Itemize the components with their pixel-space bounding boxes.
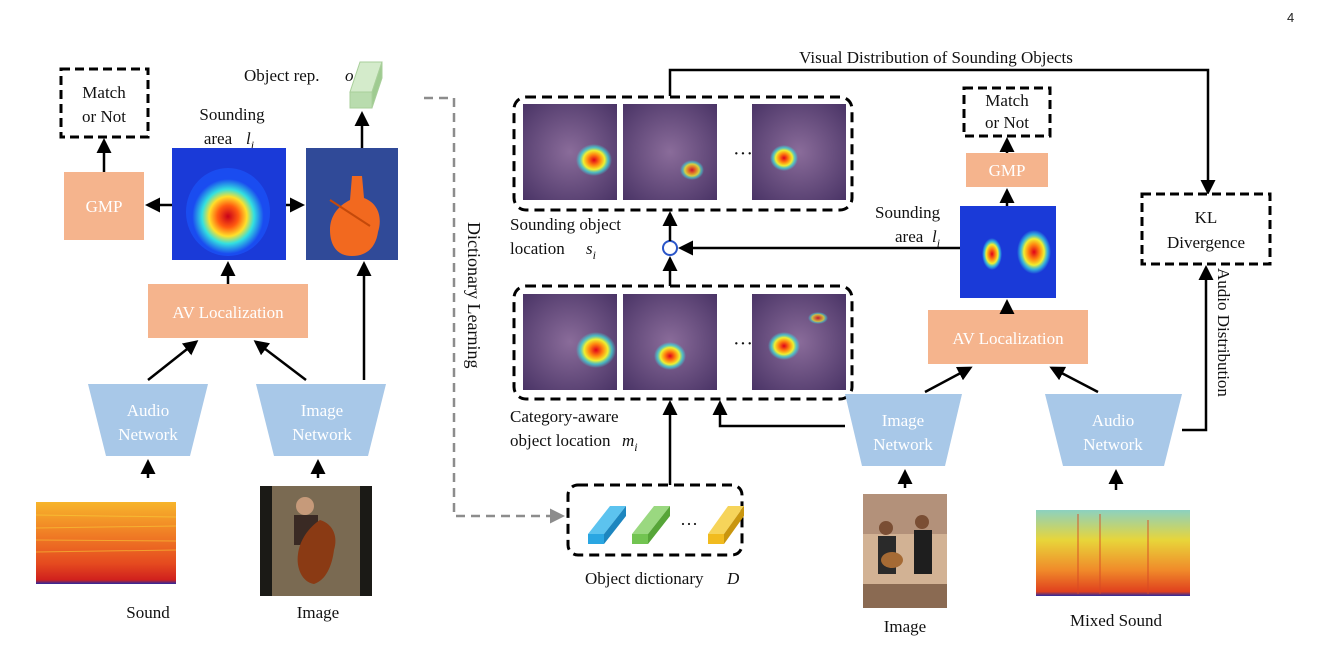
- left-sounding-area-label-1: Sounding: [199, 105, 265, 124]
- arrow-image-to-avloc: [253, 340, 307, 381]
- sounding-object-label-2: location: [510, 239, 565, 258]
- arrow-right-image-to-avloc: [924, 366, 973, 394]
- dictionary-learning-link: Dictionary Learning: [424, 96, 565, 524]
- arrow-audio-to-avloc: [147, 340, 199, 381]
- left-sound-caption: Sound: [126, 603, 170, 622]
- right-gmp-box: [966, 153, 1048, 187]
- right-panel: Visual Distribution of Sounding Objects …: [510, 48, 1272, 636]
- object-rep-label: Object rep.: [244, 66, 320, 85]
- right-match-label-1: Match: [985, 91, 1029, 110]
- left-sounding-area-label-2: area: [204, 129, 233, 148]
- sounding-object-label-1: Sounding object: [510, 215, 621, 234]
- kl-label-2: Divergence: [1167, 233, 1245, 252]
- page-number: 4: [1287, 10, 1294, 25]
- combine-operator: [662, 240, 678, 256]
- category-aware-label-1: Category-aware: [510, 407, 619, 426]
- kl-label-1: KL: [1195, 208, 1218, 227]
- category-frames-ellipsis: ···: [733, 333, 753, 355]
- sounding-frame-2: [623, 104, 717, 200]
- category-frame-3: [752, 294, 846, 390]
- object-rep-vector: [349, 61, 383, 109]
- mixed-sound-caption: Mixed Sound: [1070, 611, 1163, 630]
- left-image-caption: Image: [297, 603, 339, 622]
- left-gmp-label: GMP: [86, 197, 123, 216]
- sounding-frame-1: [523, 104, 617, 200]
- category-frame-2: [623, 294, 717, 390]
- visual-distribution-label: Visual Distribution of Sounding Objects: [799, 48, 1073, 67]
- left-image-network: [256, 384, 386, 456]
- right-audio-network: [1045, 394, 1182, 466]
- right-match-label-2: or Not: [985, 113, 1029, 132]
- left-image-network-label-2: Network: [292, 425, 352, 444]
- kl-divergence-box: [1140, 192, 1272, 266]
- right-input-image: [863, 494, 947, 608]
- arrow-visual-distribution: [668, 68, 1216, 195]
- right-av-localization-box: [928, 310, 1088, 364]
- left-input-image: [260, 486, 372, 596]
- right-match-box: [962, 86, 1052, 138]
- left-sound-spectrogram: [35, 502, 177, 584]
- audio-distribution-label: Audio Distribution: [1214, 268, 1233, 397]
- right-mixed-sound-spectrogram: [1036, 510, 1190, 596]
- left-gmp-box: [64, 172, 144, 240]
- right-heatmap: [960, 206, 1056, 298]
- category-aware-symbol: mi: [622, 431, 638, 454]
- left-audio-network-label-1: Audio: [127, 401, 170, 420]
- dictionary-atom-blue: [588, 506, 626, 544]
- dictionary-atom-green: [632, 506, 670, 544]
- object-dictionary-symbol: D: [726, 569, 740, 588]
- left-image-network-label-1: Image: [301, 401, 343, 420]
- category-frame-1: [523, 294, 617, 390]
- right-image-network-label-1: Image: [882, 411, 924, 430]
- left-masked-object-image: [306, 148, 398, 260]
- right-image-network-label-2: Network: [873, 435, 933, 454]
- right-audio-network-label-2: Network: [1083, 435, 1143, 454]
- right-audio-network-label-1: Audio: [1092, 411, 1135, 430]
- right-image-network: [845, 394, 962, 466]
- left-heatmap: [172, 148, 286, 260]
- sounding-frames-ellipsis: ···: [733, 143, 753, 165]
- right-av-localization-label: AV Localization: [952, 329, 1064, 348]
- right-sounding-area-label-2: area: [895, 227, 924, 246]
- left-audio-network-label-2: Network: [118, 425, 178, 444]
- category-aware-label-2: object location: [510, 431, 611, 450]
- sounding-object-symbol: si: [586, 239, 596, 262]
- dictionary-atom-yellow: [708, 506, 744, 544]
- left-av-localization-label: AV Localization: [172, 303, 284, 322]
- dictionary-ellipsis: ···: [680, 514, 698, 534]
- right-gmp-label: GMP: [989, 161, 1026, 180]
- left-sounding-area-symbol: li: [246, 129, 254, 152]
- right-image-caption: Image: [884, 617, 926, 636]
- left-audio-network: [88, 384, 208, 456]
- left-av-localization-box: [148, 284, 308, 338]
- object-dictionary-label: Object dictionary: [585, 569, 704, 588]
- right-sounding-area-label-1: Sounding: [875, 203, 941, 222]
- left-match-label-1: Match: [82, 83, 126, 102]
- dictionary-learning-label: Dictionary Learning: [464, 222, 484, 368]
- sounding-frame-3: [752, 104, 846, 200]
- left-match-label-2: or Not: [82, 107, 126, 126]
- right-sounding-area-symbol: li: [932, 227, 940, 250]
- left-panel: Match or Not GMP Sounding area li Object…: [35, 61, 398, 622]
- arrow-right-audio-to-avloc: [1049, 366, 1099, 394]
- arrow-audio-to-kl: [1182, 265, 1214, 432]
- arrow-imagenet-to-category: [712, 400, 845, 428]
- left-match-box: [59, 67, 150, 139]
